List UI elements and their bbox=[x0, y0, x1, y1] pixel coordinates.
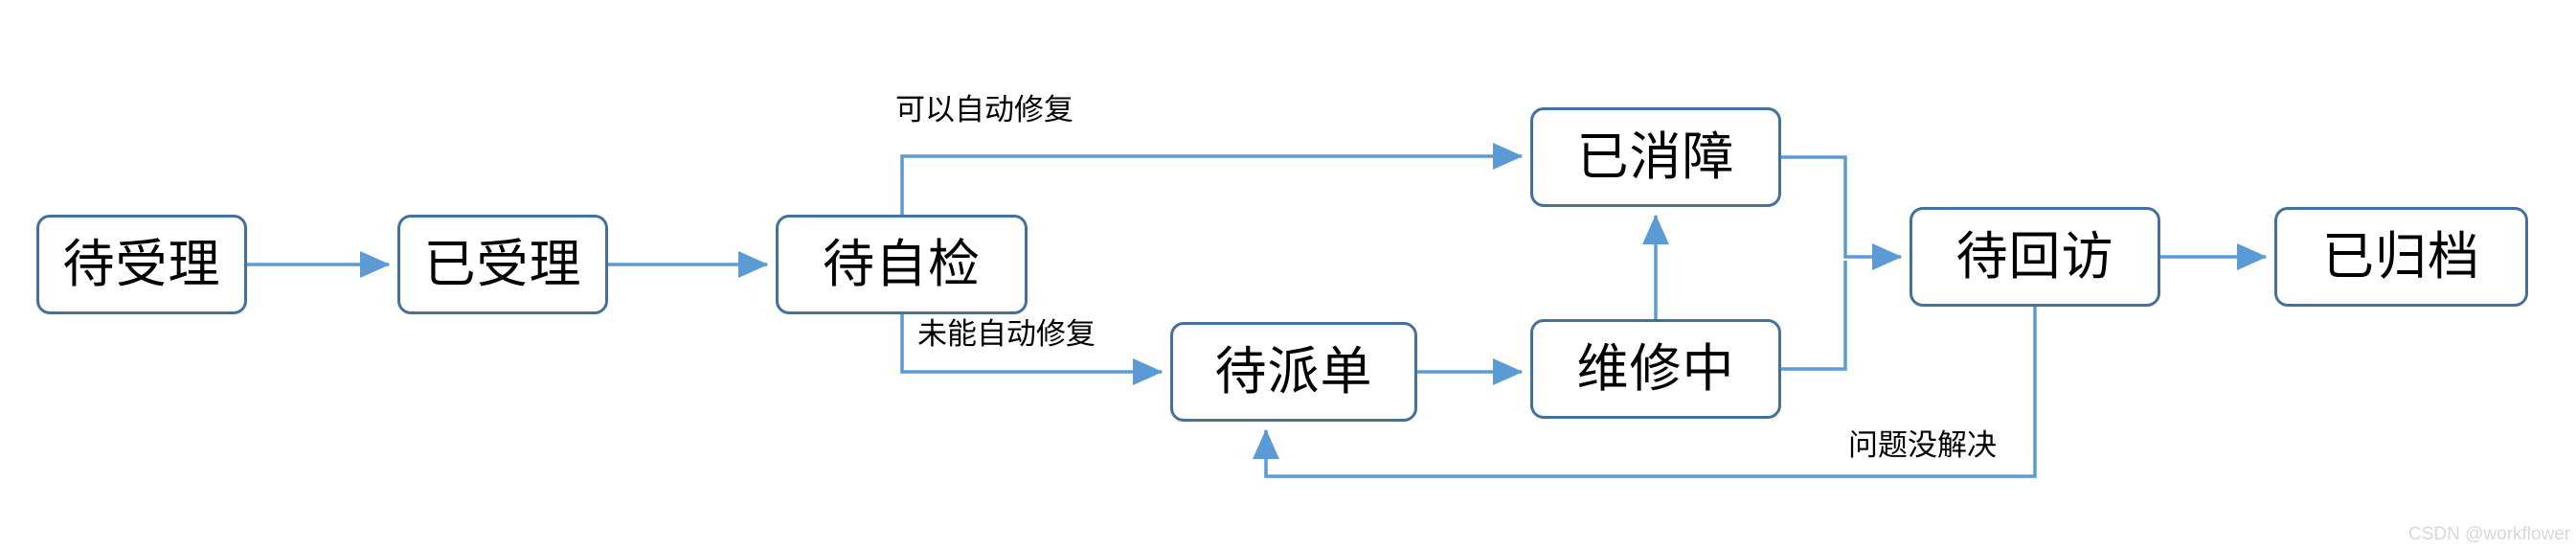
node-pending-self-check[interactable]: 待自检 bbox=[776, 215, 1028, 314]
edge-label-not-resolved: 问题没解决 bbox=[1848, 428, 1997, 463]
node-pending-accept[interactable]: 待受理 bbox=[36, 215, 247, 314]
node-label: 待自检 bbox=[823, 234, 981, 294]
edge-label-no-auto-fix: 未能自动修复 bbox=[917, 317, 1096, 352]
node-label: 已受理 bbox=[423, 234, 582, 294]
node-accepted[interactable]: 已受理 bbox=[397, 215, 608, 314]
node-label: 待派单 bbox=[1214, 341, 1373, 402]
node-pending-dispatch[interactable]: 待派单 bbox=[1170, 322, 1417, 422]
node-label: 待受理 bbox=[62, 234, 221, 294]
node-label: 已归档 bbox=[2322, 226, 2480, 287]
node-pending-revisit[interactable]: 待回访 bbox=[1909, 207, 2160, 307]
edge-pending-self-to-cleared bbox=[900, 143, 1524, 215]
node-cleared[interactable]: 已消障 bbox=[1530, 107, 1781, 207]
edge-label-auto-fix: 可以自动修复 bbox=[895, 93, 1073, 127]
edge-cleared-to-pending-revisit bbox=[1781, 155, 1903, 270]
node-archived[interactable]: 已归档 bbox=[2274, 207, 2528, 307]
node-label: 待回访 bbox=[1955, 226, 2114, 287]
node-label: 维修中 bbox=[1576, 338, 1735, 399]
edge-repairing-to-pending-revisit bbox=[1781, 261, 1847, 371]
node-label: 已消障 bbox=[1576, 126, 1735, 187]
node-repairing[interactable]: 维修中 bbox=[1530, 319, 1781, 419]
watermark: CSDN @workflower bbox=[2408, 524, 2571, 544]
